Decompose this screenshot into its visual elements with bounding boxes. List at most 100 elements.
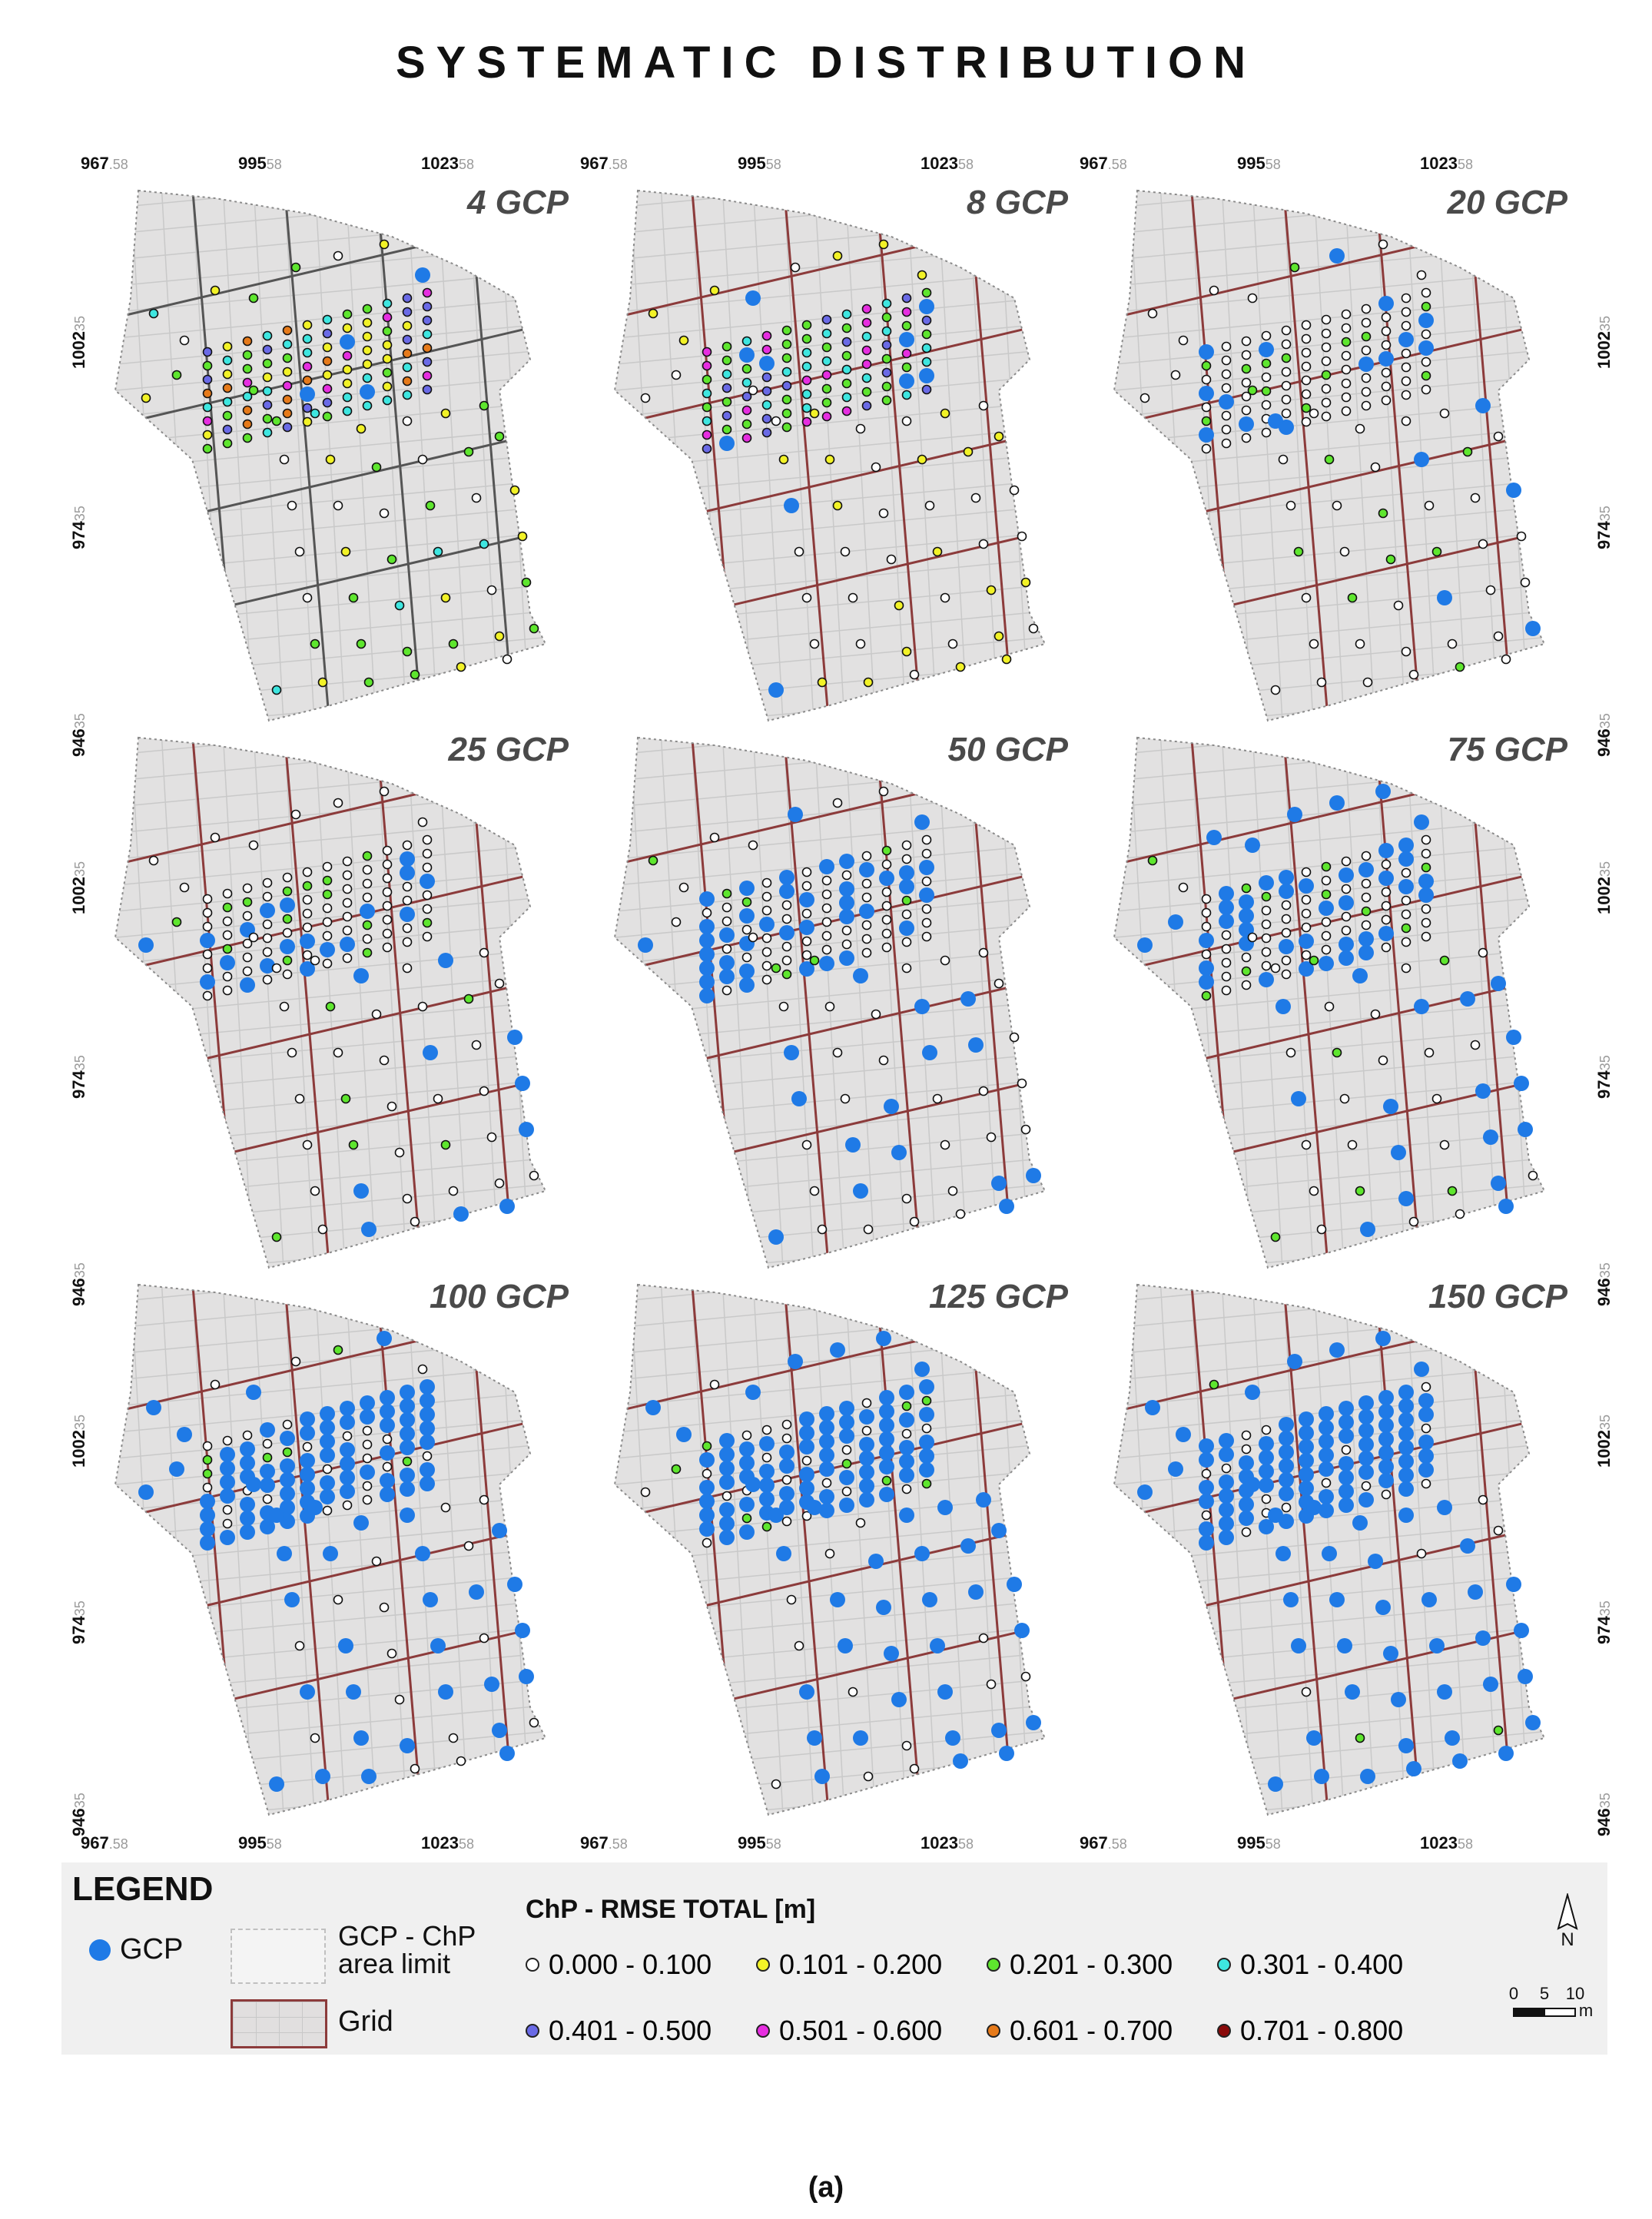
checkpoint	[855, 423, 866, 434]
checkpoint	[1485, 585, 1496, 595]
gcp-point	[1279, 870, 1294, 885]
checkpoint	[382, 914, 393, 925]
checkpoint	[1321, 397, 1332, 408]
gcp-point	[1475, 1630, 1491, 1646]
checkpoint	[1241, 391, 1252, 402]
checkpoint	[1324, 1001, 1335, 1012]
checkpoint	[1324, 454, 1335, 465]
gcp-point	[1514, 1623, 1529, 1638]
gcp-point	[699, 933, 715, 948]
checkpoint	[924, 500, 935, 511]
checkpoint	[222, 383, 233, 393]
checkpoint	[271, 685, 282, 695]
gcp-point	[280, 1431, 295, 1446]
checkpoint	[1355, 423, 1365, 434]
checkpoint	[940, 408, 950, 419]
checkpoint	[881, 395, 892, 406]
checkpoint	[1361, 1481, 1372, 1491]
checkpoint	[841, 870, 852, 881]
checkpoint	[1321, 383, 1332, 394]
legend-title: LEGEND	[72, 1870, 214, 1908]
gcp-point	[1137, 937, 1153, 953]
checkpoint	[761, 947, 772, 957]
checkpoint	[702, 347, 712, 357]
gcp-point	[280, 897, 295, 913]
gcp-point	[1475, 1083, 1491, 1099]
checkpoint	[994, 631, 1004, 642]
checkpoint	[1421, 862, 1431, 873]
gcp-point	[839, 1401, 854, 1416]
gcp-point	[1319, 1503, 1334, 1518]
gcp-point	[839, 854, 854, 869]
checkpoint	[840, 1093, 851, 1104]
gcp-point	[899, 879, 914, 894]
gcp-point	[320, 1448, 335, 1463]
x-coord-label: 102358	[921, 154, 974, 173]
checkpoint	[986, 585, 997, 595]
checkpoint	[402, 307, 413, 317]
gcp-point	[1339, 1498, 1354, 1513]
gcp-point	[839, 1498, 854, 1513]
checkpoint	[310, 408, 320, 419]
gcp-point	[400, 1426, 415, 1441]
gcp-point	[1339, 937, 1354, 952]
checkpoint	[242, 952, 253, 963]
gcp-point	[300, 1467, 315, 1482]
x-coord-label: 967.58	[580, 1833, 628, 1852]
checkpoint	[1285, 500, 1296, 511]
gcp-point	[1219, 1516, 1234, 1531]
checkpoint	[282, 353, 293, 363]
gcp-point	[1219, 900, 1234, 915]
checkpoint	[1381, 1489, 1392, 1500]
gcp-point	[353, 1183, 369, 1199]
checkpoint	[748, 932, 758, 943]
checkpoint	[342, 364, 353, 375]
gcp-point	[1279, 1472, 1294, 1488]
gcp-point	[759, 356, 775, 371]
gcp-point	[1219, 1474, 1234, 1490]
gcp-point	[919, 1379, 934, 1395]
checkpoint	[848, 1687, 858, 1697]
checkpoint	[1261, 372, 1272, 383]
checkpoint	[1301, 416, 1312, 427]
checkpoint	[1347, 592, 1358, 603]
checkpoint	[832, 250, 843, 261]
north-label: N	[1561, 1929, 1574, 1947]
gcp-point	[423, 1045, 438, 1060]
checkpoint	[517, 531, 528, 542]
checkpoint	[832, 798, 843, 808]
gcp-point	[507, 1030, 522, 1045]
gcp-point	[899, 1508, 914, 1523]
gcp-point	[200, 933, 215, 948]
checkpoint	[909, 1216, 920, 1227]
checkpoint	[709, 832, 720, 843]
gcp-point	[779, 1486, 794, 1501]
gcp-point	[899, 1385, 914, 1400]
gcp-point	[799, 1425, 814, 1441]
gcp-point	[1358, 1492, 1374, 1508]
checkpoint	[841, 406, 852, 416]
gcp-point	[899, 1454, 914, 1469]
gcp-point	[1283, 1592, 1299, 1607]
gcp-point	[1145, 1400, 1160, 1415]
gcp-point	[819, 1420, 834, 1435]
checkpoint	[222, 1435, 233, 1446]
gcp-point	[380, 1487, 395, 1502]
rmse-class-label: 0.501 - 0.600	[779, 2015, 943, 2046]
gcp-point	[515, 1623, 530, 1638]
gcp-point	[839, 881, 854, 897]
checkpoint	[832, 1047, 843, 1058]
gcp-point	[799, 892, 814, 907]
checkpoint	[222, 424, 233, 435]
checkpoint	[1321, 411, 1332, 422]
checkpoint	[333, 1345, 343, 1355]
gcp-point	[260, 958, 275, 974]
checkpoint	[402, 840, 413, 851]
x-coord-label: 102358	[421, 154, 474, 173]
gcp-point	[1468, 1584, 1483, 1600]
checkpoint	[881, 340, 892, 350]
checkpoint	[709, 1379, 720, 1390]
checkpoint	[1447, 1186, 1458, 1196]
checkpoint	[940, 592, 950, 603]
checkpoint	[761, 877, 772, 888]
